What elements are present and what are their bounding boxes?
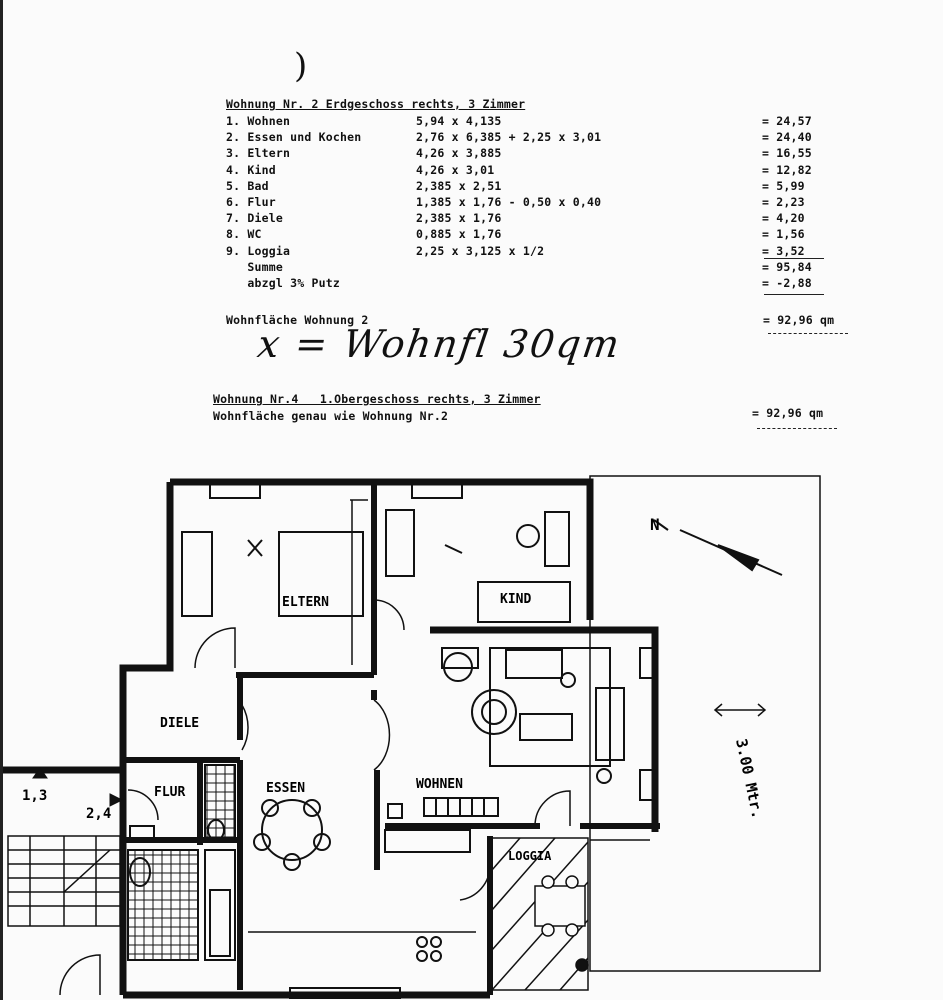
calc-formula: 1,385 x 1,76 - 0,50 x 0,40 [416, 195, 602, 209]
wohnung2-title: Wohnung Nr. 2 Erdgeschoss rechts, 3 Zimm… [226, 97, 526, 111]
essen-furniture [253, 799, 471, 962]
door-swings [59, 599, 571, 996]
calc-value: = 1,56 [762, 227, 805, 242]
calc-value: = 12,82 [762, 162, 812, 177]
room-label-essen: ESSEN [266, 781, 305, 796]
calc-formula: 0,885 x 1,76 [416, 227, 502, 242]
wohnung2-calculation-table: 1. Wohnen 5,94 x 4,135 = 24,57 2. Essen und… [226, 113, 866, 293]
calc-label: 4. Kind [226, 162, 276, 177]
calc-formula: 2,385 x 2,51 [416, 178, 502, 193]
kind-furniture [385, 509, 571, 623]
calc-label: 7. Diele [226, 211, 283, 226]
stair-marker-up [32, 767, 48, 779]
dimension-label: 3.00 Mtr. [732, 737, 767, 820]
calc-value: = 24,57 [762, 114, 812, 128]
calc-value: = 16,55 [762, 146, 812, 161]
wohnung4-line: Wohnfläche genau wie Wohnung Nr.2 [213, 409, 449, 423]
interior-walls [123, 482, 660, 995]
calc-value: = 4,20 [762, 211, 805, 226]
calc-value: = 95,84 [762, 259, 812, 274]
calc-value: = 2,23 [762, 195, 805, 209]
north-arrow [653, 519, 783, 576]
calc-formula: 4,26 x 3,01 [416, 162, 495, 177]
loggia-hatching [491, 837, 589, 991]
calc-value: = 5,99 [762, 178, 805, 193]
room-label-eltern: ELTERN [282, 595, 329, 610]
calc-label: 1. Wohnen [226, 114, 291, 128]
stair-level-a: 1,3 [22, 788, 47, 804]
calc-formula: 2,385 x 1,76 [416, 211, 502, 226]
wohnung2-area-label: Wohnfläche Wohnung 2 [226, 313, 369, 327]
calc-value: = 3,52 [762, 243, 805, 258]
calc-formula: 4,26 x 3,885 [416, 146, 502, 161]
stair-marker-right [109, 793, 124, 807]
sum-underline [764, 258, 824, 259]
room-label-kind: KIND [500, 592, 531, 607]
total-underline [764, 294, 824, 295]
wohnung4-dashed-underline [757, 428, 837, 429]
calc-label: 3. Eltern [226, 146, 291, 161]
calc-label: 9. Loggia [226, 243, 291, 258]
calc-label: 8. WC [226, 227, 262, 242]
eltern-furniture [181, 531, 364, 617]
calc-value: = -2,88 [762, 276, 812, 290]
calc-label: abzgl 3% Putz [226, 276, 340, 290]
calc-label: Summe [226, 259, 283, 274]
room-label-diele: DIELE [160, 716, 199, 731]
thin-lines [248, 475, 821, 972]
wohnen-furniture [387, 647, 625, 819]
calc-label: 2. Essen und Kochen [226, 130, 362, 145]
calc-label: 6. Flur [226, 195, 276, 209]
stair-level-b: 2,4 [86, 806, 111, 822]
calc-formula: 2,76 x 6,385 + 2,25 x 3,01 [416, 130, 602, 145]
wohnung4-title: Wohnung Nr.4 1.Obergeschoss rechts, 3 Zi… [213, 392, 541, 406]
calc-formula: 2,25 x 3,125 x 1/2 [416, 243, 545, 258]
staircase [7, 835, 121, 927]
north-label: N [650, 515, 660, 534]
wohnung2-area-value: = 92,96 qm [763, 313, 835, 327]
calc-label: 5. Bad [226, 178, 269, 193]
room-label-loggia: LOGGIA [508, 849, 552, 863]
page-mark: ) [294, 46, 308, 86]
page-left-edge [0, 0, 3, 1000]
windows [209, 483, 655, 999]
wohnung4-value: = 92,96 qm [752, 406, 824, 420]
calc-formula: 5,94 x 4,135 [416, 114, 502, 128]
room-label-wohnen: WOHNEN [416, 777, 463, 792]
dimension-arrow [713, 703, 767, 717]
bad-fixtures [127, 764, 236, 961]
room-label-flur: FLUR [154, 785, 185, 800]
calc-value: = 24,40 [762, 130, 812, 145]
area-dashed-underline [768, 333, 848, 334]
